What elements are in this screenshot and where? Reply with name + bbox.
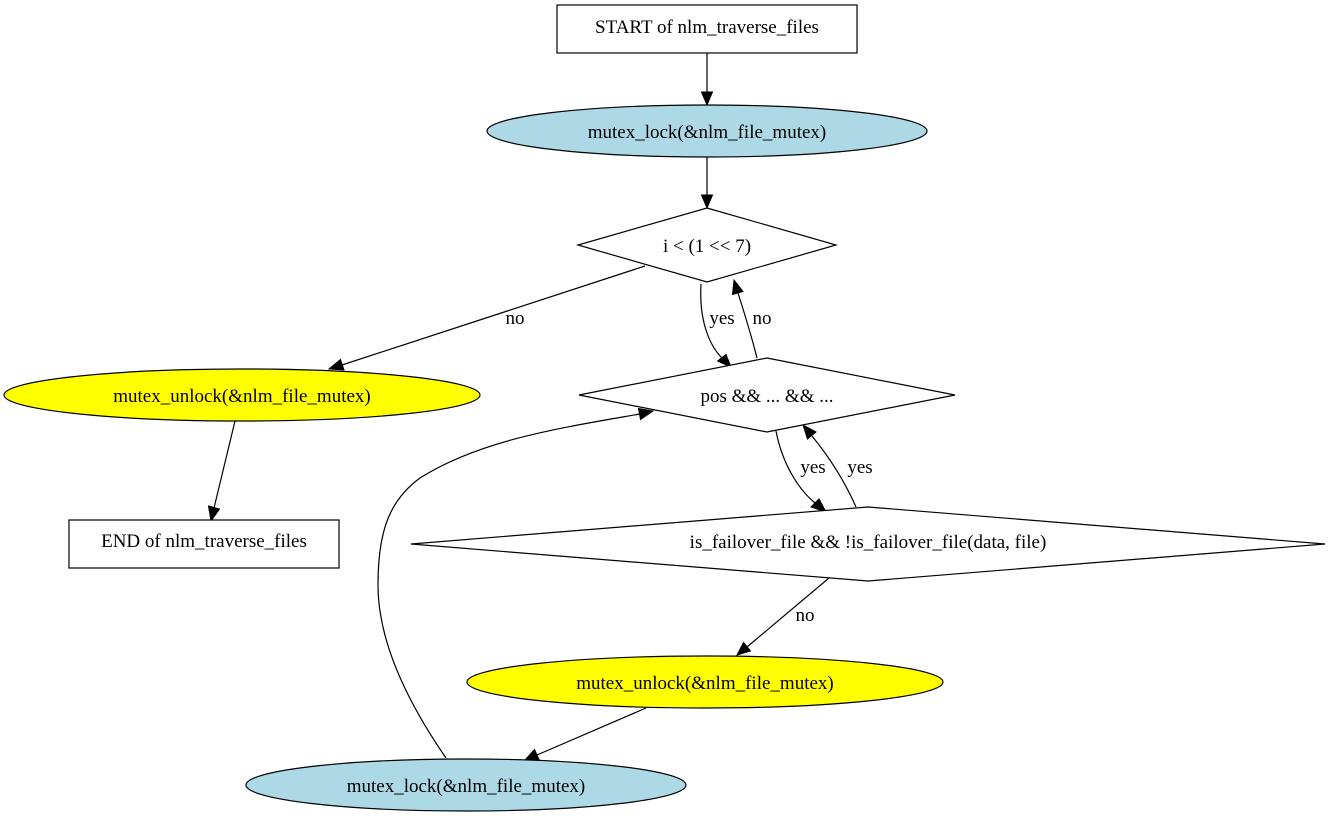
- edge-pos-no-to-loop: no: [731, 278, 772, 359]
- edge-loop-no-to-unlock: no: [327, 265, 646, 371]
- edge-failover-yes-to-pos: yes: [802, 423, 873, 508]
- mutex-unlock-label-2: mutex_unlock(&nlm_file_mutex): [576, 673, 834, 694]
- pos-condition-label: pos && ... && ...: [700, 386, 833, 407]
- edge-pos-yes-to-failover: yes: [775, 430, 828, 513]
- pos-condition-node: pos && ... && ...: [578, 357, 956, 433]
- end-label: END of nlm_traverse_files: [101, 531, 307, 552]
- loop-condition-node: i < (1 << 7): [575, 207, 839, 283]
- mutex-lock-node-2: mutex_lock(&nlm_file_mutex): [245, 758, 687, 812]
- start-label: START of nlm_traverse_files: [595, 17, 819, 38]
- edge-label-pos-no: no: [753, 308, 772, 329]
- edge-label-pos-yes: yes: [800, 457, 825, 478]
- mutex-unlock-node: mutex_unlock(&nlm_file_mutex): [3, 368, 481, 422]
- failover-condition-label: is_failover_file && !is_failover_file(da…: [690, 532, 1047, 553]
- mutex-unlock-label: mutex_unlock(&nlm_file_mutex): [113, 386, 371, 407]
- edge-failover-no-to-unlock: no: [736, 577, 830, 656]
- mutex-lock-node: mutex_lock(&nlm_file_mutex): [486, 104, 928, 158]
- edge-label-failover-yes: yes: [847, 457, 872, 478]
- end-node: END of nlm_traverse_files: [68, 519, 340, 569]
- failover-condition-node: is_failover_file && !is_failover_file(da…: [410, 506, 1326, 582]
- edge-loop-yes-to-pos: yes: [700, 283, 735, 368]
- start-node: START of nlm_traverse_files: [556, 4, 858, 54]
- edge-lock-to-loop-condition: [700, 157, 714, 210]
- edge-lock-back-to-pos: [377, 407, 655, 759]
- edge-unlock-to-lock: [523, 707, 647, 761]
- edge-label-loop-no: no: [506, 308, 525, 329]
- mutex-lock-label-2: mutex_lock(&nlm_file_mutex): [347, 776, 586, 797]
- edge-label-failover-no: no: [796, 605, 815, 626]
- mutex-lock-label: mutex_lock(&nlm_file_mutex): [588, 122, 827, 143]
- edge-start-to-lock: [700, 53, 714, 107]
- loop-condition-label: i < (1 << 7): [663, 236, 751, 257]
- edge-label-loop-yes: yes: [709, 308, 734, 329]
- mutex-unlock-node-2: mutex_unlock(&nlm_file_mutex): [466, 655, 944, 709]
- edge-unlock-to-end: [207, 420, 236, 523]
